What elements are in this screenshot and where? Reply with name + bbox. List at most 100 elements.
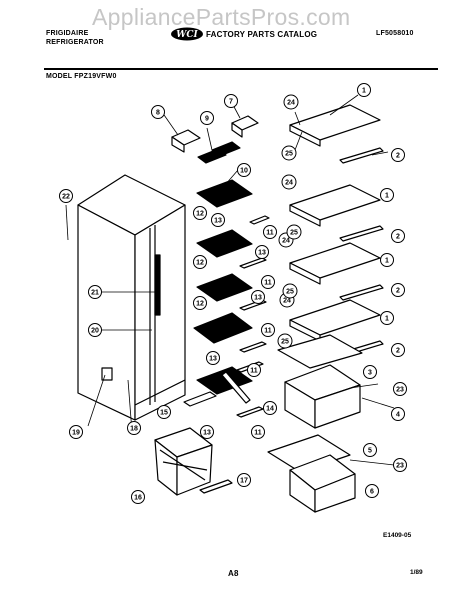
callout-12-2: 12 bbox=[193, 255, 207, 269]
svg-text:20: 20 bbox=[91, 328, 99, 335]
callout-15: 15 bbox=[157, 405, 171, 419]
svg-text:1: 1 bbox=[362, 88, 366, 95]
svg-text:1: 1 bbox=[385, 258, 389, 265]
svg-text:2: 2 bbox=[396, 288, 400, 295]
freezer-wire-shelves bbox=[193, 179, 253, 395]
svg-text:5: 5 bbox=[368, 448, 372, 455]
svg-text:18: 18 bbox=[130, 426, 138, 433]
svg-text:24: 24 bbox=[285, 180, 293, 187]
callout-12-3: 12 bbox=[193, 296, 207, 310]
svg-text:23: 23 bbox=[396, 463, 404, 470]
callout-11-5: 11 bbox=[251, 425, 265, 439]
callout-2-2: 2 bbox=[391, 229, 405, 243]
brand-line-1: FRIGIDAIRE bbox=[46, 30, 89, 37]
callout-21: 21 bbox=[88, 285, 102, 299]
svg-text:4: 4 bbox=[396, 412, 400, 419]
figure-reference: E1409-05 bbox=[383, 532, 412, 539]
svg-text:11: 11 bbox=[250, 368, 258, 375]
svg-text:16: 16 bbox=[134, 495, 142, 502]
svg-text:25: 25 bbox=[290, 230, 298, 237]
callout-11: 11 bbox=[263, 225, 277, 239]
svg-text:24: 24 bbox=[282, 238, 290, 245]
svg-text:2: 2 bbox=[396, 153, 400, 160]
svg-text:11: 11 bbox=[266, 230, 274, 237]
svg-text:12: 12 bbox=[196, 301, 204, 308]
callout-1-4: 1 bbox=[380, 311, 394, 325]
callout-16: 16 bbox=[131, 490, 145, 504]
svg-text:13: 13 bbox=[203, 430, 211, 437]
svg-text:12: 12 bbox=[196, 260, 204, 267]
svg-text:24: 24 bbox=[283, 298, 291, 305]
callout-11-3: 11 bbox=[261, 323, 275, 337]
callout-5: 5 bbox=[363, 443, 377, 457]
part-callouts: 1111222234567891011111111111212121313131… bbox=[59, 83, 407, 504]
svg-text:21: 21 bbox=[91, 290, 99, 297]
svg-text:19: 19 bbox=[72, 430, 80, 437]
crisper-assemblies bbox=[267, 334, 363, 513]
svg-text:1: 1 bbox=[385, 193, 389, 200]
callout-13-5: 13 bbox=[200, 425, 214, 439]
callout-2: 2 bbox=[391, 148, 405, 162]
callout-3: 3 bbox=[363, 365, 377, 379]
svg-text:8: 8 bbox=[156, 110, 160, 117]
model-number: MODEL FPZ19VFW0 bbox=[46, 73, 117, 80]
svg-text:2: 2 bbox=[396, 348, 400, 355]
svg-text:13: 13 bbox=[254, 295, 262, 302]
callout-24-2: 24 bbox=[281, 174, 297, 190]
header-rule bbox=[44, 68, 438, 70]
callout-19: 19 bbox=[69, 425, 83, 439]
callout-4: 4 bbox=[391, 407, 405, 421]
callout-25-2: 25 bbox=[286, 224, 302, 240]
svg-text:12: 12 bbox=[196, 211, 204, 218]
callout-23: 23 bbox=[393, 382, 407, 396]
callout-23-2: 23 bbox=[393, 458, 407, 472]
callout-2-4: 2 bbox=[391, 343, 405, 357]
svg-text:2: 2 bbox=[396, 234, 400, 241]
wci-logo-icon: WCI bbox=[171, 27, 203, 41]
svg-text:14: 14 bbox=[266, 406, 274, 413]
svg-text:1: 1 bbox=[385, 316, 389, 323]
cabinet-shell bbox=[77, 174, 186, 421]
callout-22: 22 bbox=[59, 189, 73, 203]
catalog-title: FACTORY PARTS CATALOG bbox=[206, 30, 318, 39]
callout-17: 17 bbox=[237, 473, 251, 487]
svg-text:3: 3 bbox=[368, 370, 372, 377]
callout-13-4: 13 bbox=[206, 351, 220, 365]
svg-text:17: 17 bbox=[240, 478, 248, 485]
callout-25-3: 25 bbox=[282, 283, 298, 299]
callout-14: 14 bbox=[263, 401, 277, 415]
svg-text:13: 13 bbox=[214, 218, 222, 225]
callout-11-2: 11 bbox=[261, 275, 275, 289]
callout-20: 20 bbox=[88, 323, 102, 337]
svg-text:25: 25 bbox=[285, 151, 293, 158]
shelf-trims bbox=[339, 147, 384, 357]
callout-8: 8 bbox=[151, 105, 165, 119]
callout-13: 13 bbox=[211, 213, 225, 227]
brand-line-2: REFRIGERATOR bbox=[46, 39, 104, 46]
callout-1-2: 1 bbox=[380, 188, 394, 202]
callout-2-3: 2 bbox=[391, 283, 405, 297]
callout-11-4: 11 bbox=[247, 363, 261, 377]
door-bins bbox=[171, 115, 259, 164]
callout-13-2: 13 bbox=[255, 245, 269, 259]
ice-bin-and-parts bbox=[154, 371, 251, 496]
svg-text:7: 7 bbox=[229, 99, 233, 106]
callout-1-3: 1 bbox=[380, 253, 394, 267]
svg-text:23: 23 bbox=[396, 387, 404, 394]
callout-24: 24 bbox=[283, 94, 299, 110]
svg-text:11: 11 bbox=[264, 280, 272, 287]
svg-text:WCI: WCI bbox=[176, 30, 198, 40]
callout-9: 9 bbox=[200, 111, 214, 125]
callout-25: 25 bbox=[281, 145, 297, 161]
callout-12: 12 bbox=[193, 206, 207, 220]
callout-6: 6 bbox=[365, 484, 379, 498]
svg-text:10: 10 bbox=[240, 168, 248, 175]
svg-text:11: 11 bbox=[254, 430, 262, 437]
svg-text:25: 25 bbox=[286, 289, 294, 296]
callout-18: 18 bbox=[127, 421, 141, 435]
watermark: AppliancePartsPros.com bbox=[92, 4, 351, 30]
svg-text:25: 25 bbox=[281, 339, 289, 346]
svg-text:15: 15 bbox=[160, 410, 168, 417]
